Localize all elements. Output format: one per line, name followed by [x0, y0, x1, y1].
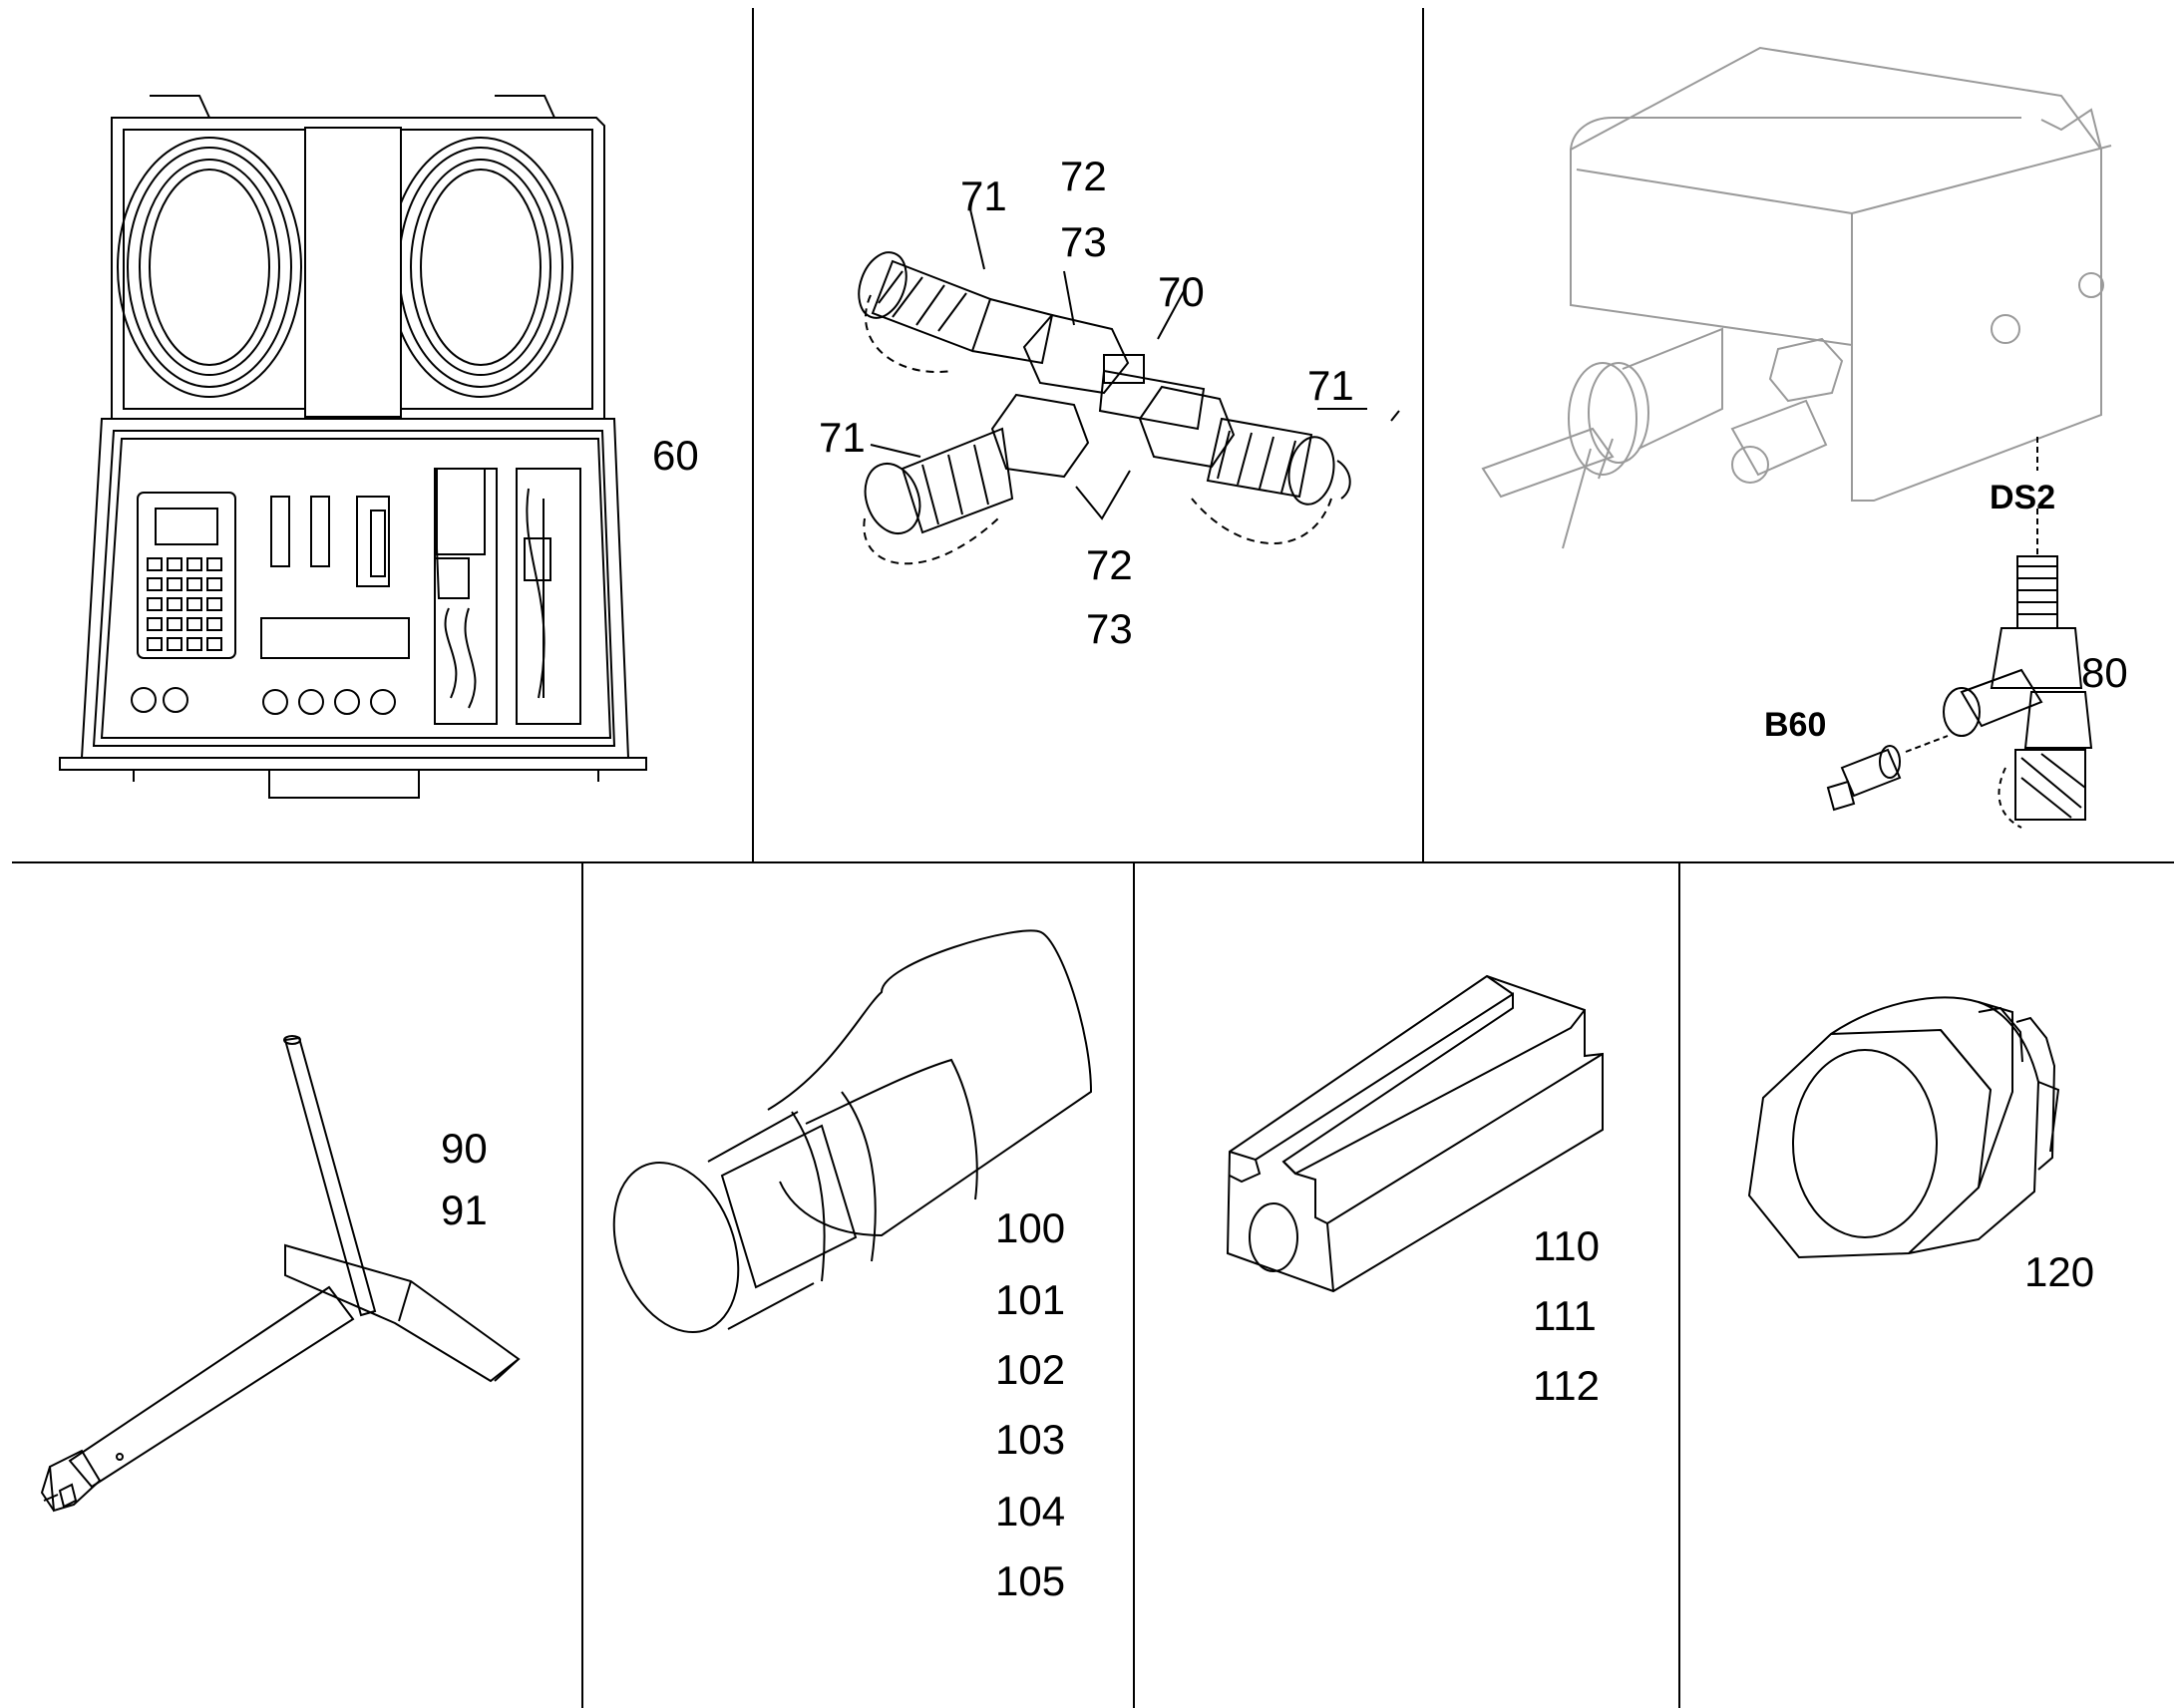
- panel-t-adapter: 71 72 73 70 71 71 72 73: [753, 0, 1423, 862]
- part-label-60: 60: [652, 432, 699, 479]
- part-label-105: 105: [995, 1557, 1066, 1604]
- part-label-71-left: 71: [819, 414, 866, 461]
- pressure-block-illustration: [1423, 0, 2180, 862]
- v-block-illustration: [1134, 862, 1679, 1708]
- part-label-72-top: 72: [1060, 153, 1107, 199]
- socket-nut-illustration: [1679, 862, 2180, 1708]
- part-label-73-bottom: 73: [1086, 605, 1133, 652]
- part-label-70: 70: [1158, 268, 1205, 315]
- part-label-112: 112: [1533, 1362, 1600, 1409]
- panel-case-kit: 60: [0, 0, 753, 862]
- part-label-73-top: 73: [1060, 218, 1107, 265]
- panel-v-block: 110 111 112: [1134, 862, 1679, 1708]
- tool-case-illustration: [0, 0, 753, 862]
- part-label-104: 104: [995, 1488, 1066, 1535]
- part-label-101: 101: [995, 1276, 1066, 1323]
- part-label-80: 80: [2081, 649, 2128, 696]
- panel-t-wrench: 90 91: [0, 862, 582, 1708]
- panel-sleeve-tool: 100 101 102 103 104 105: [582, 862, 1134, 1708]
- part-label-71-right: 71: [1307, 362, 1354, 409]
- sleeve-tool-illustration: [582, 862, 1134, 1708]
- part-label-120: 120: [2024, 1248, 2095, 1295]
- part-label-102: 102: [995, 1346, 1066, 1393]
- part-label-72-bottom: 72: [1086, 541, 1133, 588]
- part-label-91: 91: [441, 1187, 488, 1233]
- panel-socket-nut: 120: [1679, 862, 2180, 1708]
- part-label-100: 100: [995, 1204, 1066, 1251]
- part-label-71-top: 71: [960, 172, 1007, 219]
- part-label-90: 90: [441, 1125, 488, 1172]
- part-label-111: 111: [1533, 1292, 1597, 1339]
- t-wrench-illustration: [0, 862, 582, 1708]
- part-label-110: 110: [1533, 1222, 1600, 1269]
- part-label-b60: B60: [1764, 706, 1827, 744]
- part-label-103: 103: [995, 1416, 1066, 1463]
- t-adapter-illustration: [753, 0, 1423, 862]
- part-label-ds2: DS2: [1990, 479, 2056, 516]
- panel-pressure-block: DS2 80 B60: [1423, 0, 2180, 862]
